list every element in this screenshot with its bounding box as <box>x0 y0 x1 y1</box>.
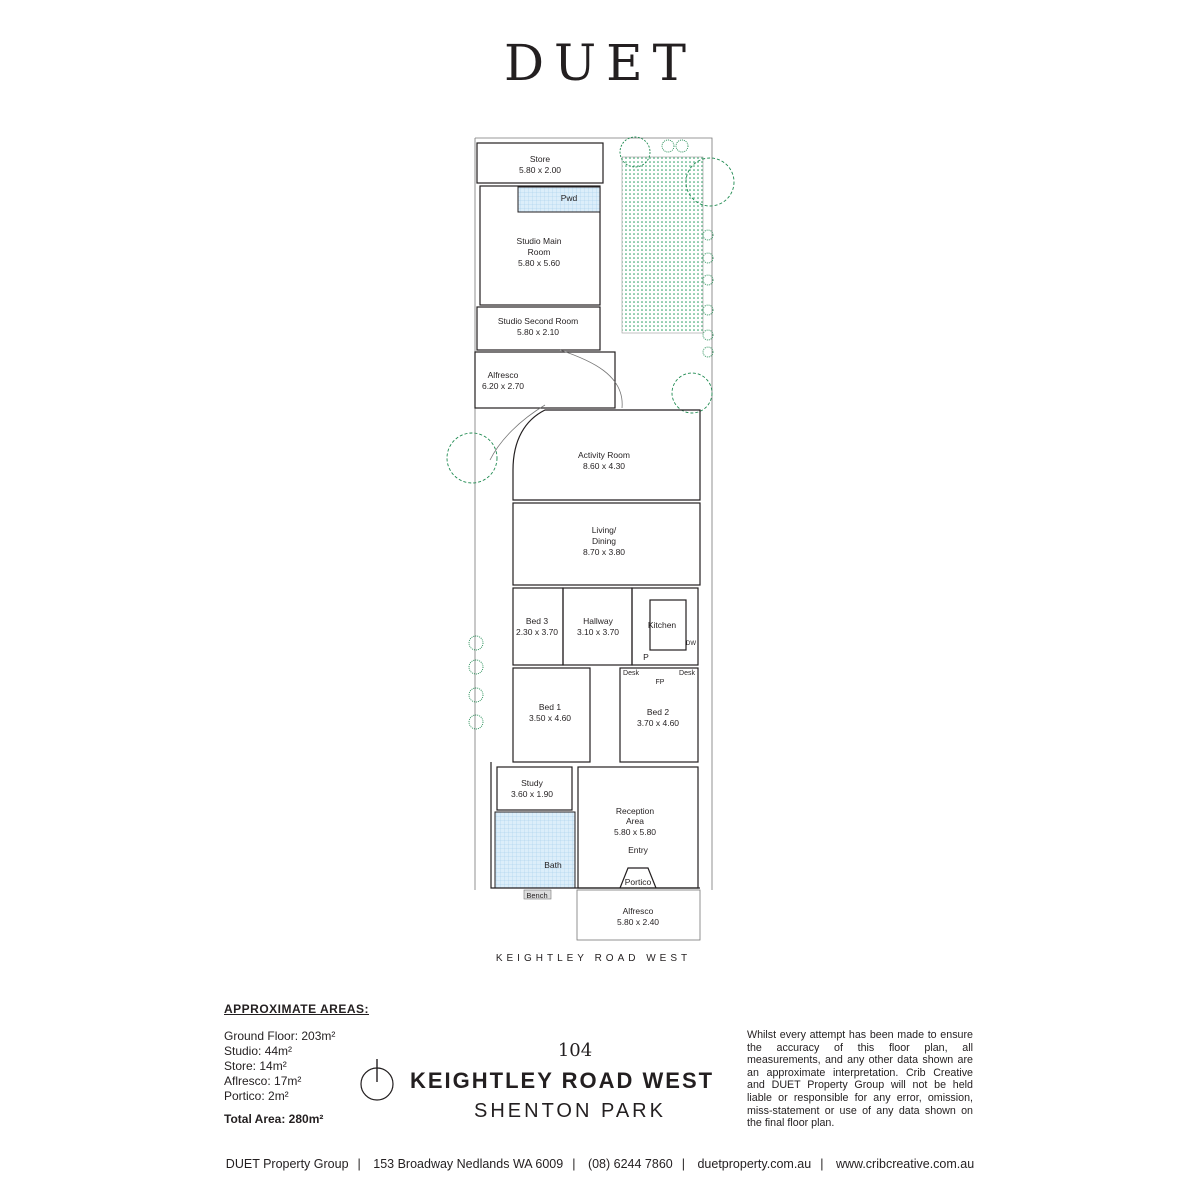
dims-studio-second: 5.80 x 2.10 <box>517 327 559 337</box>
lawn <box>621 156 704 334</box>
dims-study: 3.60 x 1.90 <box>511 789 553 799</box>
label-dishwasher: DW <box>686 641 696 647</box>
duet-logo: DUET <box>503 34 697 92</box>
label-studio-main: Studio Main <box>517 236 562 246</box>
label-pantry: P <box>643 652 649 662</box>
footer-phone: (08) 6244 7860 <box>587 1157 673 1171</box>
dims-alfresco-front: 5.80 x 2.40 <box>617 917 659 927</box>
footer-address: 153 Broadway Nedlands WA 6009 <box>373 1157 564 1171</box>
room-studio-main <box>479 185 601 306</box>
floor-plan: Store 5.80 x 2.00 Pwd Studio Main Room 5… <box>446 136 735 941</box>
label-fireplace: FP <box>656 679 665 686</box>
room-bath <box>494 811 576 889</box>
tree-icons <box>446 136 735 730</box>
label-kitchen: Kitchen <box>648 620 677 630</box>
disclaimer: Whilst every attempt has been made to en… <box>747 1029 973 1130</box>
path <box>489 349 623 461</box>
lot-boundary <box>474 137 713 890</box>
label-entry: Entry <box>628 845 649 855</box>
area-ground-floor: Ground Floor: 203m² <box>224 1029 336 1043</box>
label-bed1: Bed 1 <box>539 702 561 712</box>
dims-hallway: 3.10 x 3.70 <box>577 627 619 637</box>
dims-reception: 5.80 x 5.80 <box>614 827 656 837</box>
footer: DUET Property Group| 153 Broadway Nedlan… <box>225 1157 975 1171</box>
kitchen-bench <box>649 599 687 651</box>
area-store: Store: 14m² <box>224 1059 287 1073</box>
dims-bed1: 3.50 x 4.60 <box>529 713 571 723</box>
label-study: Study <box>521 778 543 788</box>
area-alfresco: Aflresco: 17m² <box>224 1074 302 1088</box>
dims-living: 8.70 x 3.80 <box>583 547 625 557</box>
portico <box>619 867 657 889</box>
label-desk-left: Desk <box>623 670 639 677</box>
footer-website-crib[interactable]: www.cribcreative.com.au <box>835 1157 975 1171</box>
room-alfresco-rear <box>474 351 616 409</box>
room-alfresco-front <box>576 889 701 941</box>
area-portico: Portico: 2m² <box>224 1089 289 1103</box>
label-portico: Portico <box>625 877 652 887</box>
room-kitchen <box>631 587 699 666</box>
room-pwd <box>517 186 601 213</box>
room-study <box>496 766 573 811</box>
room-living-dining <box>512 502 701 586</box>
exterior-wall <box>490 762 700 889</box>
label-desk-right: Desk <box>679 670 695 677</box>
label-studio-main-2: Room <box>528 247 551 257</box>
approximate-areas: APPROXIMATE AREAS: Ground Floor: 203m² S… <box>224 1002 369 1127</box>
room-store <box>476 142 604 184</box>
label-studio-second: Studio Second Room <box>498 316 578 326</box>
bench <box>523 889 552 900</box>
label-alfresco-front: Alfresco <box>623 906 654 916</box>
area-studio: Studio: 44m² <box>224 1044 293 1058</box>
dims-bed3: 2.30 x 3.70 <box>516 627 558 637</box>
label-store: Store <box>530 154 551 164</box>
label-bench: Bench <box>526 891 547 900</box>
label-activity: Activity Room <box>578 450 630 460</box>
label-bath: Bath <box>544 860 562 870</box>
street-label: KEIGHTLEY ROAD WEST <box>495 953 692 964</box>
suburb: SHENTON PARK <box>474 1100 666 1122</box>
label-dining: Dining <box>592 536 616 546</box>
room-activity <box>512 409 701 501</box>
room-bed1 <box>512 667 591 763</box>
label-hallway: Hallway <box>583 616 614 626</box>
dims-studio-main: 5.80 x 5.60 <box>518 258 560 268</box>
label-bed2: Bed 2 <box>647 707 669 717</box>
label-reception: Reception <box>616 806 655 816</box>
room-bed2 <box>619 667 699 763</box>
street-name: KEIGHTLEY ROAD WEST <box>410 1068 715 1093</box>
dims-bed2: 3.70 x 4.60 <box>637 718 679 728</box>
dims-alfresco-rear: 6.20 x 2.70 <box>482 381 524 391</box>
area-total: Total Area: 280m² <box>224 1112 324 1126</box>
areas-heading: APPROXIMATE AREAS: <box>224 1002 370 1016</box>
label-pwd: Pwd <box>561 193 578 203</box>
label-reception-2: Area <box>626 816 644 826</box>
north-compass-icon <box>360 1059 394 1101</box>
footer-company: DUET Property Group <box>225 1157 349 1171</box>
dims-activity: 8.60 x 4.30 <box>583 461 625 471</box>
label-bed3: Bed 3 <box>526 616 548 626</box>
label-alfresco-rear: Alfresco <box>488 370 519 380</box>
label-living: Living/ <box>592 525 617 535</box>
footer-website-duet[interactable]: duetproperty.com.au <box>697 1157 812 1171</box>
room-studio-second <box>476 306 601 351</box>
street-number: 104 <box>557 1040 593 1061</box>
dims-store: 5.80 x 2.00 <box>519 165 561 175</box>
